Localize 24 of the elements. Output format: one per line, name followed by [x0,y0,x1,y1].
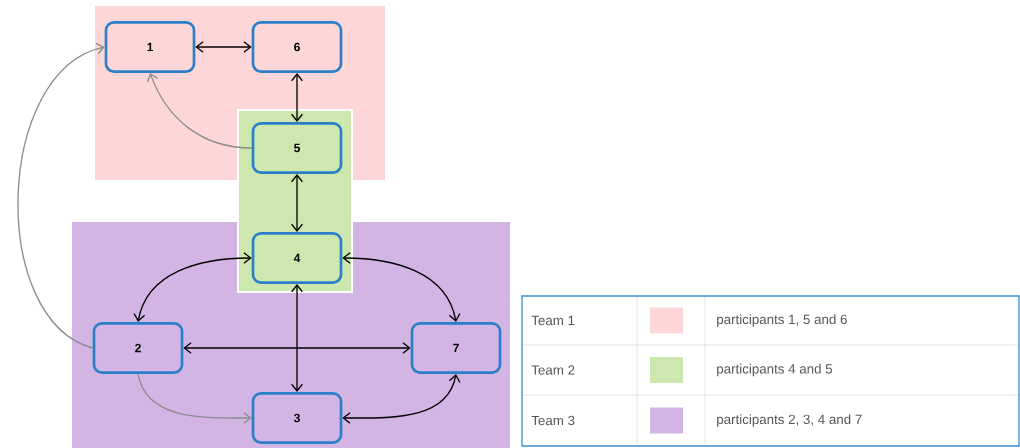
arrow [195,41,252,53]
arrow [342,252,461,322]
arrow [146,73,253,149]
arrow [137,373,252,424]
process-box: 6 [251,21,343,73]
arrow [291,73,303,122]
team-members: participants 1, 5 and 6 [717,314,847,327]
team-name: Team 1 [531,315,575,326]
process-box: 7 [410,322,502,374]
process-box: 4 [251,232,343,284]
arrow [133,252,252,322]
arrow [342,374,461,424]
team-members: participants 2, 3, 4 and 7 [717,414,862,427]
process-box: 5 [251,122,343,174]
team-name: Team 2 [531,365,575,375]
arrow [17,42,105,349]
process-box: 3 [251,392,343,444]
process-box: 2 [92,322,184,374]
arrow [183,342,411,354]
team-members: participants 4 and 5 [717,363,833,377]
arrow [291,284,303,392]
process-box: 1 [104,21,196,73]
arrow [291,174,303,232]
team-name: Team 3 [531,415,575,426]
